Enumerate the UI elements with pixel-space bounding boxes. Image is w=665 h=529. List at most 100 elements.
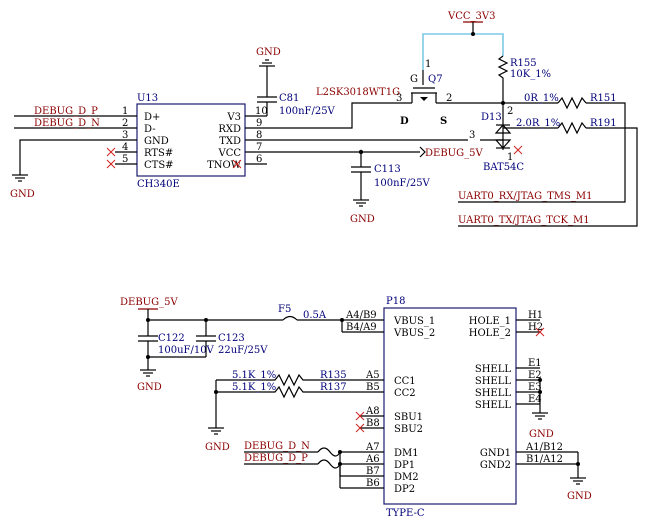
net-label-debug-d-n-usb: DEBUG_D_N <box>244 441 310 452</box>
no-connect-u13-cts <box>106 159 116 169</box>
net-label-debug-5v-bottom: DEBUG_5V <box>120 297 178 308</box>
p18-pin-b4a9-num: B4/A9 <box>346 322 377 333</box>
u13-ref: U13 <box>137 93 158 104</box>
c81-ref: C81 <box>279 93 299 104</box>
p18-pin-gnd2-name: GND2 <box>480 460 511 471</box>
p18-pin-b8-num: B8 <box>366 418 380 429</box>
u13-pin3-num: 3 <box>122 130 128 141</box>
u13-pin2-name: D- <box>144 124 156 135</box>
q7-pin2: 2 <box>446 93 452 104</box>
c113-ref: C113 <box>374 164 401 175</box>
c122-value: 100uF/10V <box>158 345 215 356</box>
gnd-label-usb: GND <box>567 491 592 502</box>
u13-pin1-num: 1 <box>122 106 128 117</box>
p18-right-pins: HOLE_1 HOLE_2 SHELL SHELL SHELL SHELL GN… <box>469 310 578 471</box>
net-label-uart-tx: UART0_TX/JTAG_TCK_M1 <box>458 215 590 226</box>
no-connect-u13-rts <box>106 147 116 157</box>
c123-ref: C123 <box>218 333 245 344</box>
p18-pin-a8-num: A8 <box>365 406 380 417</box>
f5-fuse <box>282 315 298 321</box>
u13-pin7-name: VCC <box>217 148 241 159</box>
p18-pin-dm1-name: DM1 <box>394 448 419 459</box>
q7-g: G <box>410 74 418 85</box>
u13-pin6-num: 6 <box>256 154 262 165</box>
u13-pin10-num: 10 <box>255 106 268 117</box>
q7-pin3: 3 <box>396 93 402 104</box>
no-connect-d13 <box>513 145 523 155</box>
u13-pin9-name: RXD <box>218 124 241 135</box>
net-label-debug-d-p-usb: DEBUG_D_P <box>244 453 308 464</box>
p18-pin-sbu1-name: SBU1 <box>394 412 423 423</box>
u13-pin3-name: GND <box>144 136 169 147</box>
p18-pin-a5-num: A5 <box>365 370 380 381</box>
gnd-label-c122: GND <box>137 382 162 393</box>
p18-pin-a4b9-num: A4/B9 <box>345 310 377 321</box>
p18-pin-vbus2-name: VBUS_2 <box>393 328 435 339</box>
p18-pin-e2-num: E2 <box>528 370 542 381</box>
r135-value: 5.1K_1% <box>232 370 276 381</box>
q7-s: S <box>440 116 447 127</box>
p18-pin-vbus1-name: VBUS_1 <box>393 316 435 327</box>
p18-pin-shell1-name: SHELL <box>475 364 512 375</box>
d13-part: BAT54C <box>483 162 524 173</box>
u13-pin7-num: 7 <box>256 142 262 153</box>
net-label-uart-rx: UART0_RX/JTAG_TMS_M1 <box>458 191 592 202</box>
p18-pin-e4-num: E4 <box>528 394 542 405</box>
p18-pin-dm2-name: DM2 <box>394 472 419 483</box>
p18-pin-a1b12-num: A1/B12 <box>525 442 563 453</box>
u13-pin8-name: TXD <box>219 136 241 147</box>
p18-ref: P18 <box>386 296 405 307</box>
u13-pin1-name: D+ <box>144 112 160 123</box>
gnd-symbol-c113: GND <box>350 199 375 225</box>
r137-value: 5.1K_1% <box>232 382 276 393</box>
r151-ref: R151 <box>590 93 617 104</box>
u13-part: CH340E <box>137 179 180 190</box>
gnd-symbol-usb: GND <box>567 477 592 502</box>
p18-pin-shell3-name: SHELL <box>475 388 512 399</box>
p18-pin-dp2-name: DP2 <box>394 484 415 495</box>
no-connect-u13-tnow <box>232 159 242 169</box>
p18-pin-b5-num: B5 <box>366 382 380 393</box>
q7-part: L2SK3018WT1G <box>316 87 400 98</box>
p18-pin-dp1-name: DP1 <box>394 460 415 471</box>
gnd-label-u13: GND <box>10 189 35 200</box>
net-label-debug-5v-top: DEBUG_5V <box>425 148 483 159</box>
r151-value: 0R_1% <box>524 93 559 104</box>
p18-pin-b6-num: B6 <box>366 478 380 489</box>
gnd-symbol-cc: GND <box>205 427 230 453</box>
p18-pin-sbu2-name: SBU2 <box>394 424 423 435</box>
p18-pin-h1-num: H1 <box>528 310 543 321</box>
d13-diode <box>480 116 512 150</box>
d13-pin1: 1 <box>507 152 513 163</box>
q7-ref: Q7 <box>428 74 443 85</box>
u13-pin4-name: RTS# <box>144 148 173 159</box>
p18-pin-e1-num: E1 <box>528 358 542 369</box>
no-connect-p18-sbu2 <box>355 423 365 433</box>
u13-pin2-num: 2 <box>122 118 128 129</box>
f5-value: 0.5A <box>303 310 327 321</box>
d13-pin3: 3 <box>469 130 475 141</box>
p18-left-pins: A4/B9 B4/A9 A5 B5 A8 B8 A7 A6 B7 B6 VBUS… <box>340 310 435 495</box>
net-label-debug-d-n: DEBUG_D_N <box>34 118 100 129</box>
q7-transistor <box>395 70 503 104</box>
p18-pin-cc1-name: CC1 <box>394 376 416 387</box>
gnd-label-c81: GND <box>256 47 281 58</box>
r191-value: 2.0R_1% <box>516 118 560 129</box>
p18-pin-b7-num: B7 <box>366 466 380 477</box>
d13-pin2: 2 <box>507 106 513 117</box>
u13-pin6-name: TNOW <box>207 160 242 171</box>
p18-pin-hole1-name: HOLE_1 <box>469 316 511 327</box>
net-label-vcc-3v3: VCC_3V3 <box>447 11 495 22</box>
r137-ref: R137 <box>320 382 347 393</box>
u13-pin4-num: 4 <box>122 142 128 153</box>
p18-pin-h2-num: H2 <box>528 322 543 333</box>
r155-ref: R155 <box>510 58 537 69</box>
u13-pin5-num: 5 <box>122 154 128 165</box>
f5-ref: F5 <box>278 304 291 315</box>
q7-d: D <box>400 116 409 127</box>
r155-value: 10K_1% <box>510 69 551 80</box>
u13-pin9-num: 9 <box>256 118 262 129</box>
r135-ref: R135 <box>320 370 347 381</box>
gnd-symbol-c81: GND <box>256 47 281 67</box>
gnd-label-c113: GND <box>350 214 375 225</box>
